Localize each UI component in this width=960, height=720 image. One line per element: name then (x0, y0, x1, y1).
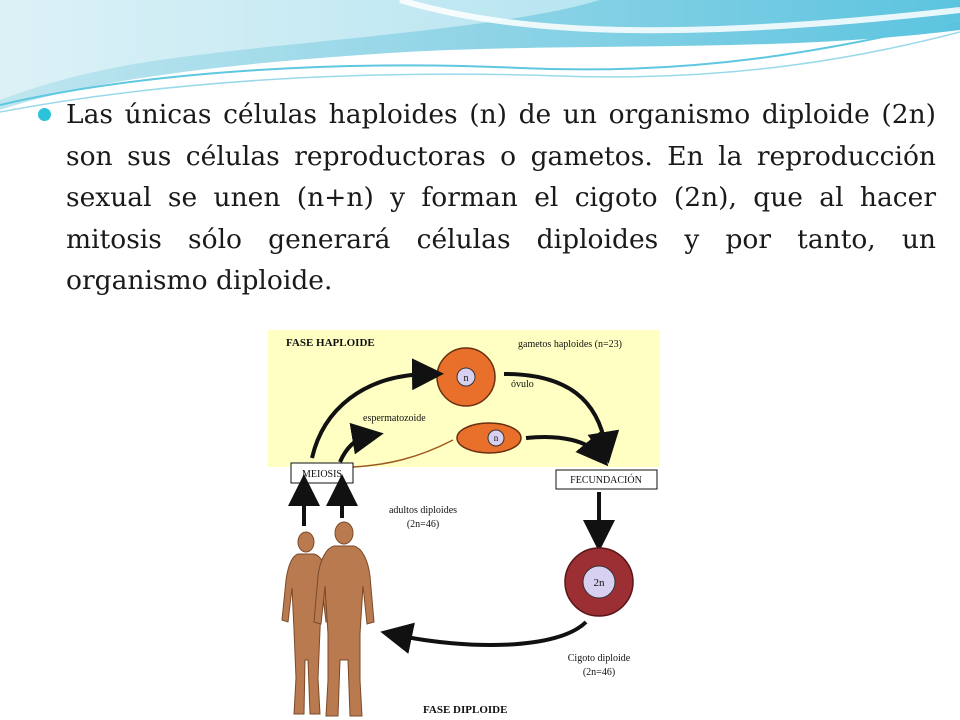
diploid-phase-title: FASE DIPLOIDE (423, 704, 507, 716)
ovum-symbol: n (464, 373, 469, 384)
zygote-label: Cigoto diploide (568, 653, 631, 664)
life-cycle-diagram: FASE HAPLOIDE gametos haploides (n=23) n… (268, 330, 660, 720)
fecundation-label: FECUNDACIÓN (570, 474, 642, 486)
arrow-meiosis-to-sperm (338, 422, 384, 463)
bullet-text: Las únicas células haploides (n) de un o… (66, 99, 936, 296)
arrow-sperm-to-fecundation (525, 431, 609, 467)
adults-label: adultos diploides (389, 505, 457, 516)
adults-ploidy: (2n=46) (407, 519, 439, 530)
human-figures-icon (281, 521, 375, 717)
header-waves (0, 0, 960, 113)
ovum-cell: n (436, 347, 496, 407)
zygote-ploidy: (2n=46) (583, 667, 615, 678)
fecundation-box (555, 469, 658, 490)
arrow-meiosis-to-ovum (310, 358, 444, 459)
meiosis-label: MEIOSIS (302, 469, 342, 480)
haploid-phase-title: FASE HAPLOIDE (286, 337, 375, 349)
sperm-label: espermatozoide (363, 413, 426, 424)
sperm-symbol: n (494, 433, 499, 443)
gametes-label: gametos haploides (n=23) (518, 339, 622, 350)
bullet-dot-icon (38, 108, 51, 121)
sperm-cell: n (352, 422, 522, 468)
ovum-label: óvulo (511, 379, 534, 390)
zygote-cell: 2n (564, 547, 634, 617)
bullet-paragraph: Las únicas células haploides (n) de un o… (38, 94, 936, 302)
arrow-zygote-to-adults (380, 620, 588, 654)
zygote-symbol: 2n (594, 577, 606, 589)
